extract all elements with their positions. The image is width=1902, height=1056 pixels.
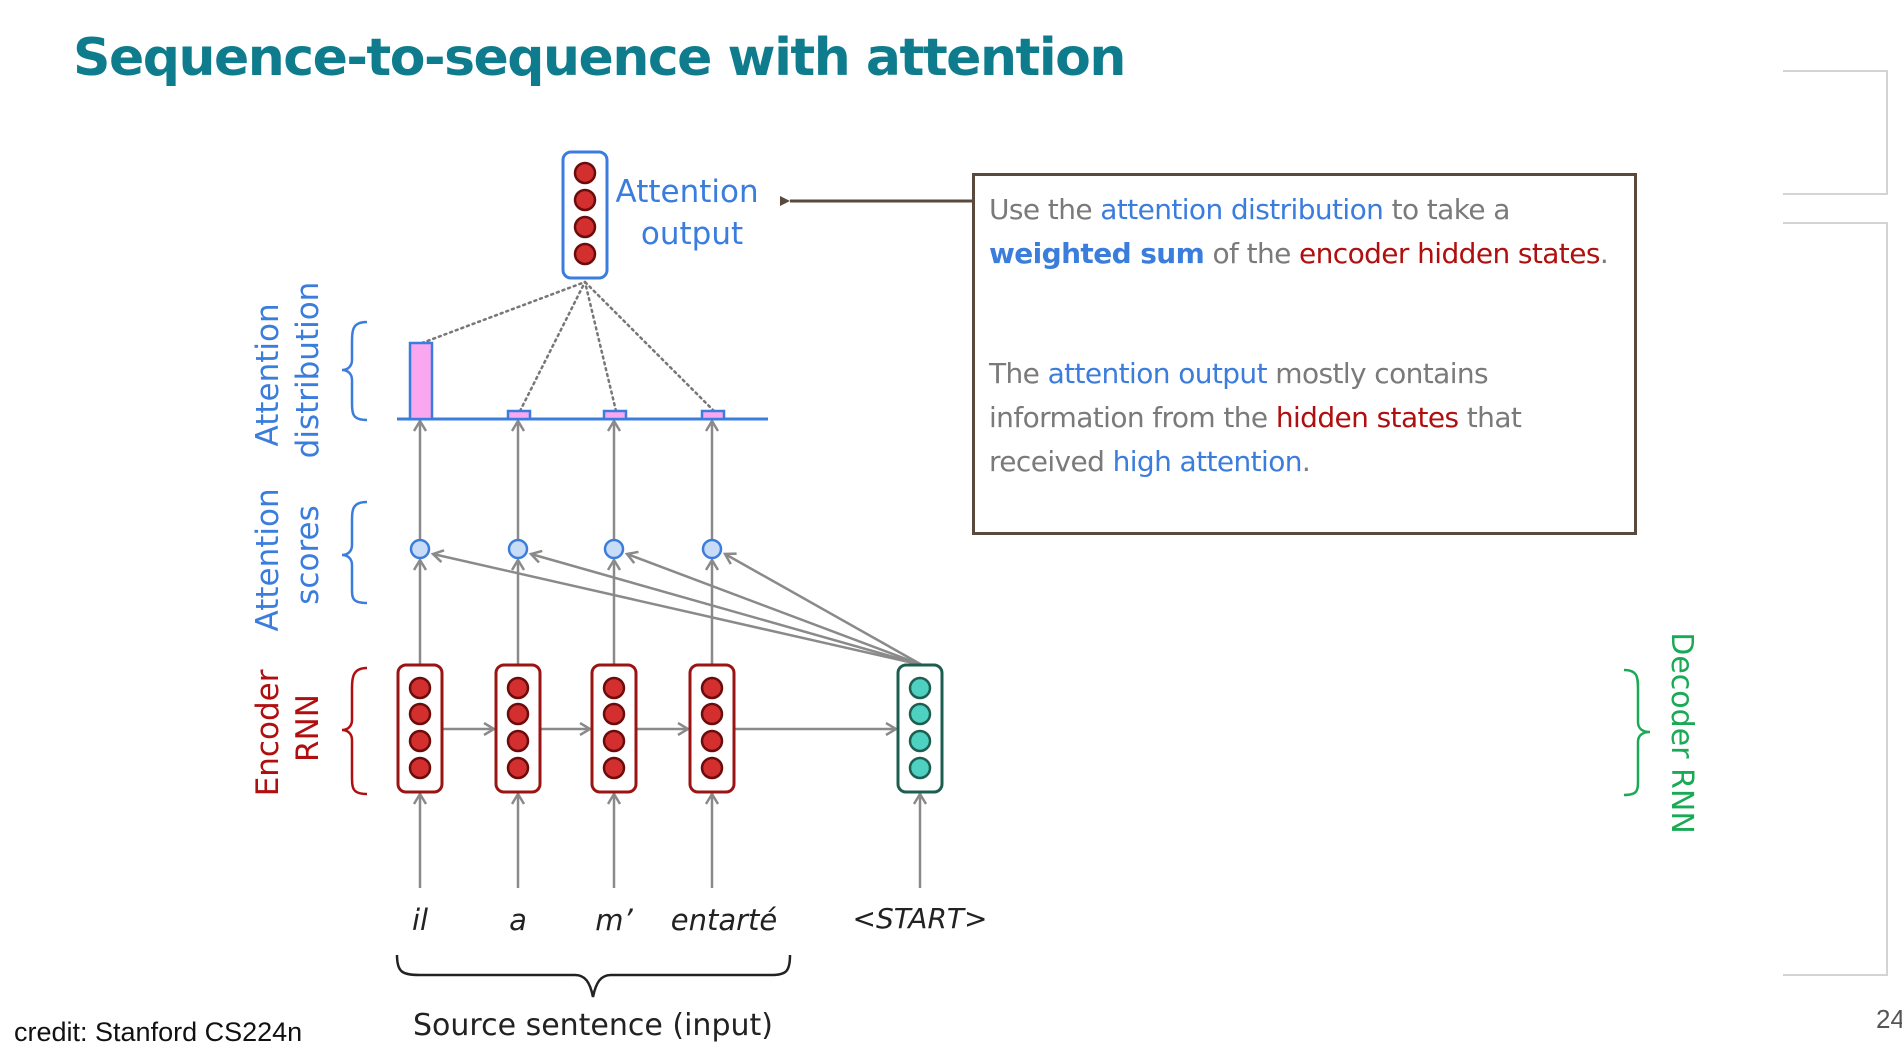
state-box [590,663,638,794]
hidden-unit [573,161,597,185]
slide-title: Sequence-to-sequence with attention [73,28,1126,88]
hidden-unit [602,702,626,726]
hidden-unit [602,729,626,753]
brace-attention-distribution [341,320,368,422]
source-sentence-caption: Source sentence (input) [413,1008,773,1043]
decoder-input-token: <START> [853,902,988,935]
encoder-hidden-state [396,663,444,794]
hidden-unit [908,702,932,726]
text-run-plain: mostly contains information from the [989,357,1489,434]
state-box [688,663,736,794]
state-box [561,150,609,280]
text-run-plain: that received [989,401,1522,478]
text-run-plain: The [989,357,1048,390]
encoder-hidden-state [688,663,736,794]
hidden-unit [573,215,597,239]
text-run-plain: of the [1204,237,1300,270]
text-run-plain: . [1301,445,1311,478]
attention-score-node [409,538,431,560]
decoder-to-score-arrow [531,554,923,667]
side-panel-bottom [1783,222,1888,976]
decoder-to-score-arrow [627,554,923,667]
text-run-blue: attention distribution [1100,193,1384,226]
weighted-sum-lines [420,280,716,413]
hidden-unit [506,729,530,753]
hidden-unit [408,676,432,700]
hidden-unit [506,676,530,700]
label-attention-output: Attention output [616,174,769,252]
hidden-unit [908,676,932,700]
hidden-unit [700,676,724,700]
attention-weight-bar [602,409,628,421]
hidden-unit [506,756,530,780]
text-run-red: hidden states [1275,401,1459,434]
text-run-plain: Use the [989,193,1101,226]
state-box [494,663,542,794]
label-encoder-rnn: Encoder RNN [250,660,326,797]
label-attention-scores: Attention scores [250,479,326,632]
text-run-plain: to take a [1383,193,1511,226]
weighted-sum-line [420,280,587,345]
attention-score-nodes [409,538,723,560]
hidden-unit [602,756,626,780]
attention-score-node [507,538,529,560]
hidden-unit [700,756,724,780]
attention-score-node [603,538,625,560]
attention-weight-bar [408,341,434,421]
hidden-unit [700,702,724,726]
hidden-unit [506,702,530,726]
hidden-unit [700,729,724,753]
weighted-sum-line [583,280,618,413]
diagram-labels: il a m’ entarté <START> [412,902,988,937]
state-box [896,663,944,794]
credit-text: credit: Stanford CS224n [14,1017,303,1047]
brace-attention-scores [341,500,368,605]
decoder-to-score-arrow [725,554,923,667]
encoder-hidden-state [590,663,638,794]
attention-weight-bar [700,409,726,421]
decoder-to-score-arrow [433,554,923,667]
label-attention-distribution: Attention distribution [250,282,326,459]
source-word: a [509,903,527,937]
explanation-paragraph-2: The attention output mostly contains inf… [989,352,1620,484]
rnn-states [396,150,944,794]
brace-decoder-rnn [1623,668,1651,797]
label-decoder-rnn: Decoder RNN [1664,632,1699,834]
encoder-hidden-state [494,663,542,794]
page-number: 24 [1876,1004,1902,1034]
weighted-sum-line [583,280,716,413]
hidden-unit [573,242,597,266]
attention-distribution-bars [397,341,768,421]
attention-weight-bar [506,409,532,421]
decoder-hidden-state [896,663,944,794]
text-run-blue: high attention [1112,445,1303,478]
hidden-unit [573,188,597,212]
hidden-unit [602,676,626,700]
text-run-blue: attention output [1047,357,1268,390]
explanation-paragraph-1: Use the attention distribution to take a… [989,188,1620,276]
text-run-blue-bold: weighted sum [989,237,1205,270]
side-panel-top [1783,70,1888,195]
explanation-box: Use the attention distribution to take a… [972,173,1637,535]
source-word: m’ [595,903,633,937]
hidden-unit [908,756,932,780]
weighted-sum-line [518,280,587,413]
brace-source-sentence [395,954,792,998]
brace-encoder-rnn [341,666,368,796]
state-box [396,663,444,794]
hidden-unit [408,729,432,753]
source-word: entarté [671,903,778,937]
text-run-plain: . [1599,237,1609,270]
hidden-unit [408,702,432,726]
hidden-unit [908,729,932,753]
attention-output-state [561,150,609,280]
hidden-unit [408,756,432,780]
source-word: il [412,903,428,937]
text-run-red: encoder hidden states [1299,237,1600,270]
attention-score-node [701,538,723,560]
connector-arrows [420,421,922,888]
